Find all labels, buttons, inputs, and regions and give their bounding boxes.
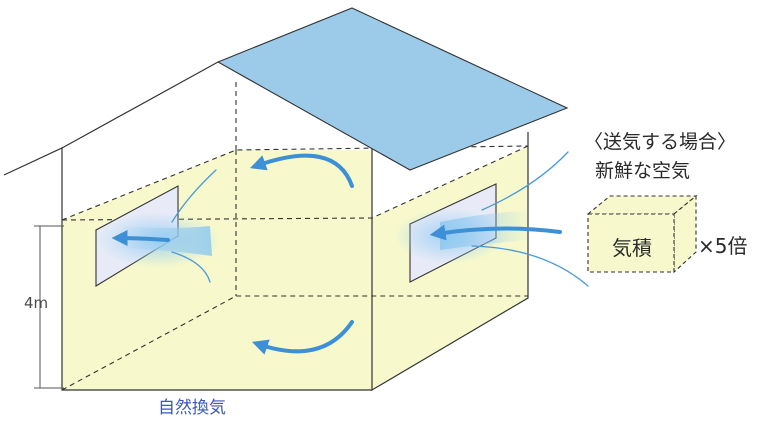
upper-wall: [62, 150, 372, 220]
volume-cube-front: [587, 213, 675, 273]
flow-line-left-upper: [171, 169, 217, 223]
roof: [216, 7, 569, 171]
flow-line-right-upper: [481, 151, 569, 211]
side-wall: [372, 146, 528, 390]
airflow-arrow-top: [249, 153, 354, 188]
supply-case-label: 〈送気する場合〉: [584, 131, 737, 153]
height-label: 4m: [24, 294, 49, 312]
airflow-arrow-inlet: [429, 224, 562, 241]
airflow-arrow-outlet: [111, 230, 170, 247]
flow-line-right-lower: [471, 245, 589, 287]
natural-ventilation-caption: 自然換気: [158, 398, 226, 418]
gable-edge: [61, 61, 219, 149]
fresh-air-label: 新鮮な空気: [595, 160, 691, 182]
room-bottom-back-edge: [61, 295, 528, 391]
multiplier-label: ×5倍: [698, 234, 748, 258]
room-volume-label: 気積: [612, 236, 652, 260]
flow-line-left-lower: [171, 251, 211, 283]
airflow-arrow-bottom: [251, 320, 354, 355]
house-gable-left: [3, 147, 372, 391]
